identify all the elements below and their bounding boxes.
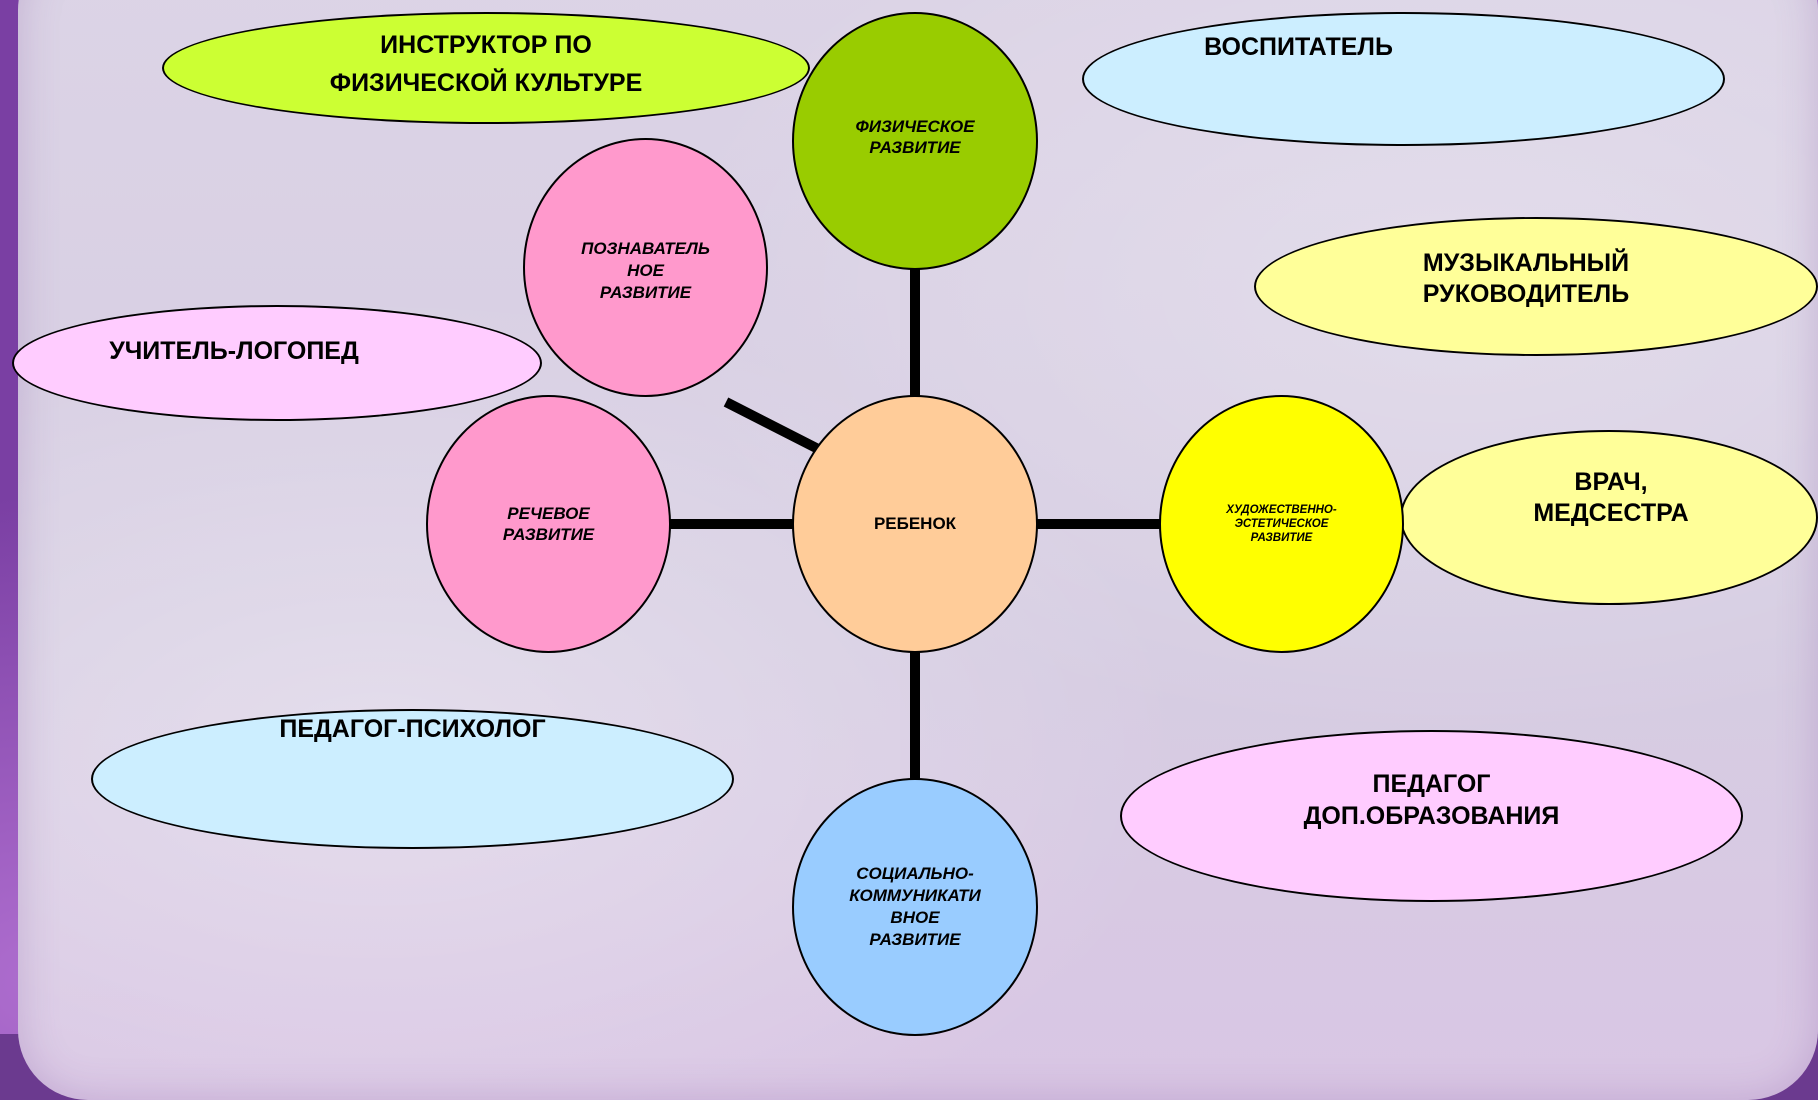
area-artistic-development: ХУДОЖЕСТВЕННО- ЭСТЕТИЧЕСКОЕ РАЗВИТИЕ [1159, 395, 1404, 653]
role-speech-therapist: УЧИТЕЛЬ-ЛОГОПЕД [12, 305, 542, 421]
area-cognitive-label: ПОЗНАВАТЕЛЬ НОЕ РАЗВИТИЕ [581, 238, 710, 302]
role-educator: ВОСПИТАТЕЛЬ [1082, 12, 1725, 146]
connector-physical [910, 268, 920, 397]
area-artistic-label: ХУДОЖЕСТВЕННО- ЭСТЕТИЧЕСКОЕ РАЗВИТИЕ [1226, 504, 1337, 544]
child-center-node: РЕБЕНОК [792, 395, 1038, 653]
role-instructor: ИНСТРУКТОР ПО ФИЗИЧЕСКОЙ КУЛЬТУРЕ [162, 12, 810, 124]
connector-cognitive [723, 397, 825, 456]
connector-speech [669, 519, 794, 529]
child-center-label: РЕБЕНОК [873, 514, 957, 533]
role-music-director-label: МУЗЫКАЛЬНЫЙ РУКОВОДИТЕЛЬ [1422, 248, 1630, 308]
area-physical-label: ФИЗИЧЕСКОЕ РАЗВИТИЕ [855, 117, 975, 157]
role-doctor-nurse: ВРАЧ, МЕДСЕСТРА [1400, 430, 1818, 605]
role-instructor-label: ИНСТРУКТОР ПО ФИЗИЧЕСКОЙ КУЛЬТУРЕ [329, 31, 643, 97]
role-psychologist-label: ПЕДАГОГ-ПСИХОЛОГ [279, 714, 546, 743]
area-physical-development: ФИЗИЧЕСКОЕ РАЗВИТИЕ [792, 12, 1038, 270]
connector-social [910, 651, 920, 780]
role-speech-therapist-label: УЧИТЕЛЬ-ЛОГОПЕД [109, 336, 359, 365]
role-additional-education-label: ПЕДАГОГ ДОП.ОБРАЗОВАНИЯ [1303, 770, 1560, 830]
role-doctor-nurse-label: ВРАЧ, МЕДСЕСТРА [1533, 467, 1689, 527]
role-psychologist: ПЕДАГОГ-ПСИХОЛОГ [91, 709, 734, 849]
role-educator-label: ВОСПИТАТЕЛЬ [1204, 32, 1393, 61]
child-development-diagram: ИНСТРУКТОР ПО ФИЗИЧЕСКОЙ КУЛЬТУРЕ ВОСПИТ… [12, 12, 1818, 1036]
area-speech-development: РЕЧЕВОЕ РАЗВИТИЕ [426, 395, 671, 653]
area-social-label: СОЦИАЛЬНО- КОММУНИКАТИ ВНОЕ РАЗВИТИЕ [849, 864, 981, 949]
connector-artistic [1036, 519, 1161, 529]
area-social-development: СОЦИАЛЬНО- КОММУНИКАТИ ВНОЕ РАЗВИТИЕ [792, 778, 1038, 1036]
role-music-director: МУЗЫКАЛЬНЫЙ РУКОВОДИТЕЛЬ [1254, 217, 1818, 356]
area-cognitive-development: ПОЗНАВАТЕЛЬ НОЕ РАЗВИТИЕ [523, 138, 768, 397]
role-additional-education: ПЕДАГОГ ДОП.ОБРАЗОВАНИЯ [1120, 730, 1743, 902]
area-speech-label: РЕЧЕВОЕ РАЗВИТИЕ [502, 504, 595, 544]
